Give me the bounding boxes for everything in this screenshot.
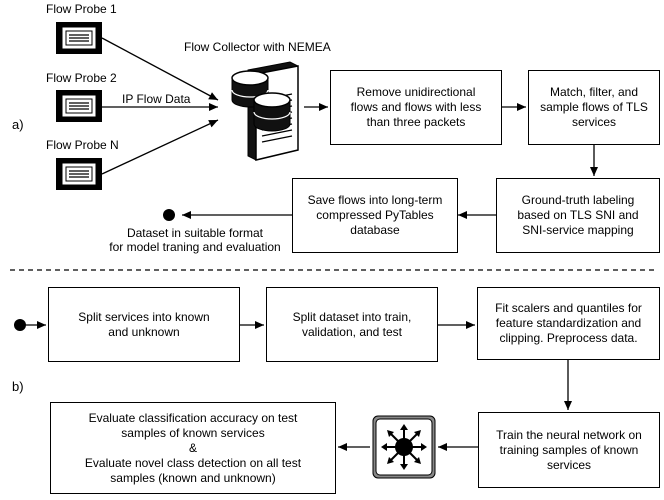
- section-b-label: b): [12, 379, 24, 394]
- a-step3-box: Ground-truth labeling based on TLS SNI a…: [496, 178, 660, 253]
- collector-label: Flow Collector with NEMEA: [184, 40, 331, 54]
- b-step2-box: Split dataset into train, validation, an…: [266, 287, 438, 362]
- b-step4-text: Train the neural network on training sam…: [496, 427, 642, 472]
- a-step4-text: Save flows into long-term compressed PyT…: [307, 193, 443, 237]
- section-a-label: a): [12, 117, 24, 132]
- b-step5-text: Evaluate classification accuracy on test…: [84, 410, 302, 485]
- probe-icon: [56, 22, 102, 54]
- probe-icon: [56, 158, 102, 190]
- a-step3-text: Ground-truth labeling based on TLS SNI a…: [517, 193, 639, 237]
- b-step2-text: Split dataset into train, validation, an…: [292, 309, 412, 339]
- probe-label-1: Flow Probe 1: [46, 2, 117, 16]
- ip-flow-data-label: IP Flow Data: [122, 92, 191, 106]
- probe-label-n: Flow Probe N: [46, 138, 119, 152]
- a-step2-text: Match, filter, and sample flows of TLS s…: [540, 85, 648, 129]
- b-step4-box: Train the neural network on training sam…: [478, 412, 660, 488]
- dataset-output-label: Dataset in suitable format for model tra…: [109, 226, 281, 254]
- a-step1-text: Remove unidirectional flows and flows wi…: [350, 85, 482, 129]
- b-step5-box: Evaluate classification accuracy on test…: [50, 402, 336, 494]
- a-step4-box: Save flows into long-term compressed PyT…: [292, 178, 458, 253]
- probe-label-2: Flow Probe 2: [46, 71, 117, 85]
- arrow-probe1: [101, 37, 219, 101]
- neural-network-icon: [372, 415, 436, 479]
- b-step3-box: Fit scalers and quantiles for feature st…: [477, 287, 660, 360]
- b-step1-text: Split services into known and unknown: [78, 309, 210, 339]
- database-server-icon: [231, 61, 299, 161]
- a-step1-box: Remove unidirectional flows and flows wi…: [330, 70, 502, 145]
- b-step1-box: Split services into known and unknown: [48, 287, 240, 362]
- probe-icon: [56, 90, 102, 122]
- b-step3-text: Fit scalers and quantiles for feature st…: [495, 301, 642, 345]
- end-dot-icon: [163, 209, 175, 221]
- arrow-probeN: [101, 119, 219, 175]
- start-dot-icon: [14, 319, 26, 331]
- a-step2-box: Match, filter, and sample flows of TLS s…: [528, 70, 660, 145]
